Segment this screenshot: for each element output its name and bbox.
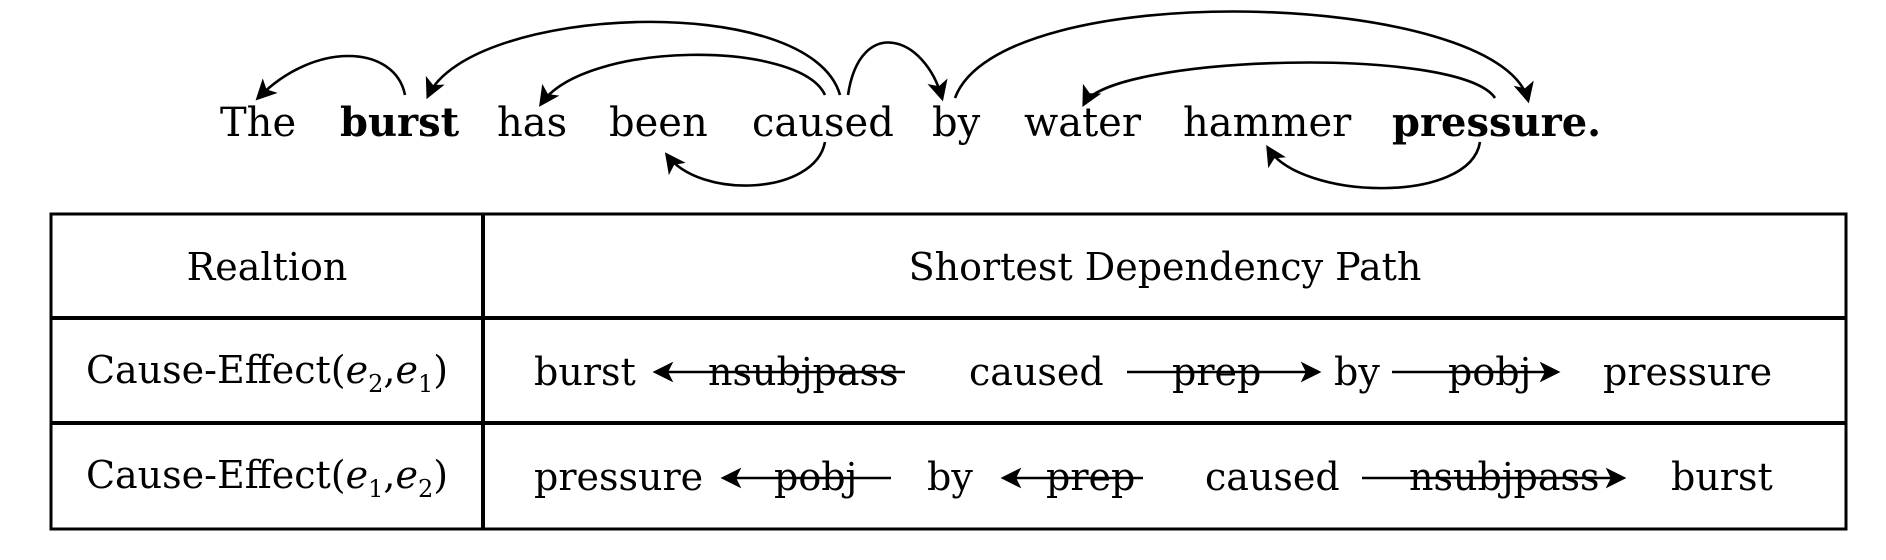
dependency-arcs [255, 10, 1534, 190]
relation-cell: Cause-Effect(e1,e2) [86, 453, 448, 503]
dependency-arc [1082, 61, 1497, 108]
sentence-word: by [932, 100, 981, 146]
dependency-arc [539, 53, 827, 107]
dependency-arc [953, 10, 1534, 104]
path-word: pressure [534, 455, 703, 499]
sentence-word: has [497, 100, 567, 146]
header-shortest-path: Shortest Dependency Path [909, 245, 1422, 289]
sentence-word: hammer [1183, 100, 1352, 146]
edge-label: prep [1046, 455, 1135, 499]
sentence-word: water [1024, 100, 1142, 146]
sentence-word: The [220, 100, 296, 146]
sentence-word: pressure. [1392, 99, 1601, 146]
edge-label: prep [1172, 350, 1261, 394]
sentence-word: burst [340, 99, 460, 146]
path-word: pressure [1603, 350, 1772, 394]
path-word: caused [969, 350, 1104, 394]
relation-table [49, 212, 1848, 531]
edge-label: nsubjpass [1409, 455, 1600, 499]
edge-label: pobj [774, 455, 857, 499]
dependency-arc [664, 141, 827, 187]
relation-cell: Cause-Effect(e2,e1) [86, 348, 448, 398]
header-relation: Realtion [187, 245, 348, 289]
dependency-arc [255, 54, 407, 101]
dependency-arc [1266, 141, 1482, 190]
sentence-word: been [609, 100, 708, 146]
sentence: The burst has been caused by water hamme… [220, 99, 1601, 146]
table-border [49, 212, 1848, 531]
path-word: burst [534, 350, 636, 394]
path-word: caused [1205, 455, 1340, 499]
path-word: by [1334, 350, 1380, 394]
path-word: burst [1671, 455, 1773, 499]
path-word: by [927, 455, 973, 499]
path-cell: burst nsubjpass caused prep by pobj pres… [534, 350, 1772, 394]
path-cell: pressure pobj by prep caused nsubjpass b… [534, 455, 1773, 499]
dependency-arc [425, 20, 842, 100]
sentence-word: caused [752, 100, 894, 146]
edge-label: nsubjpass [708, 350, 899, 394]
dependency-arc [846, 41, 948, 102]
edge-label: pobj [1448, 350, 1531, 394]
